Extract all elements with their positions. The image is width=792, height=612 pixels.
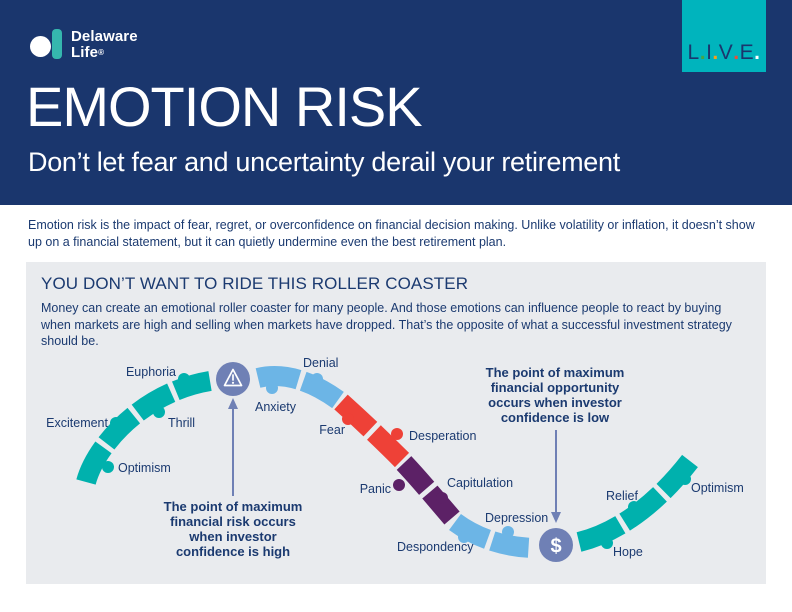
emotion-label-thrill: Thrill (168, 416, 195, 430)
track-segment-fall-red (334, 394, 410, 468)
emotion-label-desperation: Desperation (409, 429, 476, 443)
brand-logo: Delaware Life® (30, 28, 200, 64)
emotion-dot (178, 373, 190, 385)
emotion-dot (391, 428, 403, 440)
svg-text:when investor: when investor (188, 529, 276, 544)
track-segment-rise-right (576, 454, 698, 552)
emotion-label-euphoria: Euphoria (126, 365, 176, 379)
svg-text:The point of maximum: The point of maximum (164, 499, 303, 514)
brand-name-line1: Delaware (71, 28, 138, 45)
track-segment-fall-purple (396, 456, 460, 525)
emotion-dot (458, 531, 470, 543)
emotion-dot (679, 473, 691, 485)
emotion-dot (436, 492, 448, 504)
emotion-label-optimism-left: Optimism (118, 461, 171, 475)
opportunity-arrowhead-icon (551, 512, 561, 523)
risk-annotation: The point of maximum financial risk occu… (164, 398, 303, 559)
emotion-dot (153, 406, 165, 418)
track-segment-crest (255, 366, 344, 409)
emotion-dot (311, 373, 323, 385)
emotion-dot (342, 413, 354, 425)
emotion-label-depression: Depression (485, 511, 548, 525)
brand-name-line2: Life® (71, 43, 105, 61)
intro-text: Emotion risk is the impact of fear, regr… (28, 218, 755, 249)
emotion-label-optimism-right: Optimism (691, 481, 744, 495)
page-title: EMOTION RISK (26, 75, 423, 138)
coaster-panel: YOU DON’T WANT TO RIDE THIS ROLLER COAST… (26, 262, 766, 584)
emotion-label-denial: Denial (303, 356, 338, 370)
warning-icon (223, 368, 243, 387)
emotion-dot (628, 501, 640, 513)
emotion-label-panic: Panic (360, 482, 391, 496)
max-risk-badge (216, 362, 250, 396)
svg-text:confidence is high: confidence is high (176, 544, 290, 559)
svg-text:financial opportunity: financial opportunity (491, 380, 620, 395)
emotion-dot (110, 417, 122, 429)
page-subtitle: Don’t let fear and uncertainty derail yo… (28, 147, 620, 177)
emotion-label-relief: Relief (606, 489, 638, 503)
emotion-label-excitement: Excitement (46, 416, 108, 430)
live-dot-red: . (733, 41, 740, 64)
live-dot-white: . (754, 41, 761, 64)
brand-logo-circle-icon (30, 36, 51, 57)
emotion-dot (266, 382, 278, 394)
live-logo: L.I.V.E. (682, 0, 766, 72)
risk-arrowhead-icon (228, 398, 238, 409)
emotion-label-despondency: Despondency (397, 540, 474, 554)
opportunity-annotation: The point of maximum financial opportuni… (486, 365, 625, 523)
live-dot-green: . (699, 41, 707, 64)
brand-name: Delaware Life® (71, 29, 138, 61)
live-logo-text: L.I.V.E. (687, 41, 761, 64)
track-segment-trough (449, 513, 534, 558)
emotion-dot (393, 479, 405, 491)
max-opportunity-badge: $ (539, 528, 573, 562)
emotion-label-hope: Hope (613, 545, 643, 559)
dollar-icon: $ (550, 536, 561, 558)
header-banner: Delaware Life® L.I.V.E. EMOTION RISK Don… (0, 0, 792, 205)
svg-text:confidence is low: confidence is low (501, 410, 610, 425)
emotion-label-anxiety: Anxiety (255, 400, 297, 414)
roller-coaster-diagram: Optimism Excitement Thrill Euphoria Anxi… (46, 356, 744, 562)
brand-logo-bar-icon (52, 29, 62, 59)
emotion-dot (102, 461, 114, 473)
registered-mark: ® (98, 47, 105, 57)
svg-text:The point of maximum: The point of maximum (486, 365, 625, 380)
svg-text:financial risk occurs: financial risk occurs (170, 514, 296, 529)
panel-heading: YOU DON’T WANT TO RIDE THIS ROLLER COAST… (41, 274, 469, 293)
emotion-label-capitulation: Capitulation (447, 476, 513, 490)
track-segment-rise-left (76, 371, 212, 486)
svg-text:occurs when investor: occurs when investor (488, 395, 622, 410)
emotion-label-fear: Fear (319, 423, 345, 437)
emotion-dot (601, 537, 613, 549)
live-dot-orange: . (712, 41, 719, 64)
panel-body: Money can create an emotional roller coa… (41, 301, 732, 349)
emotion-dot (502, 526, 514, 538)
